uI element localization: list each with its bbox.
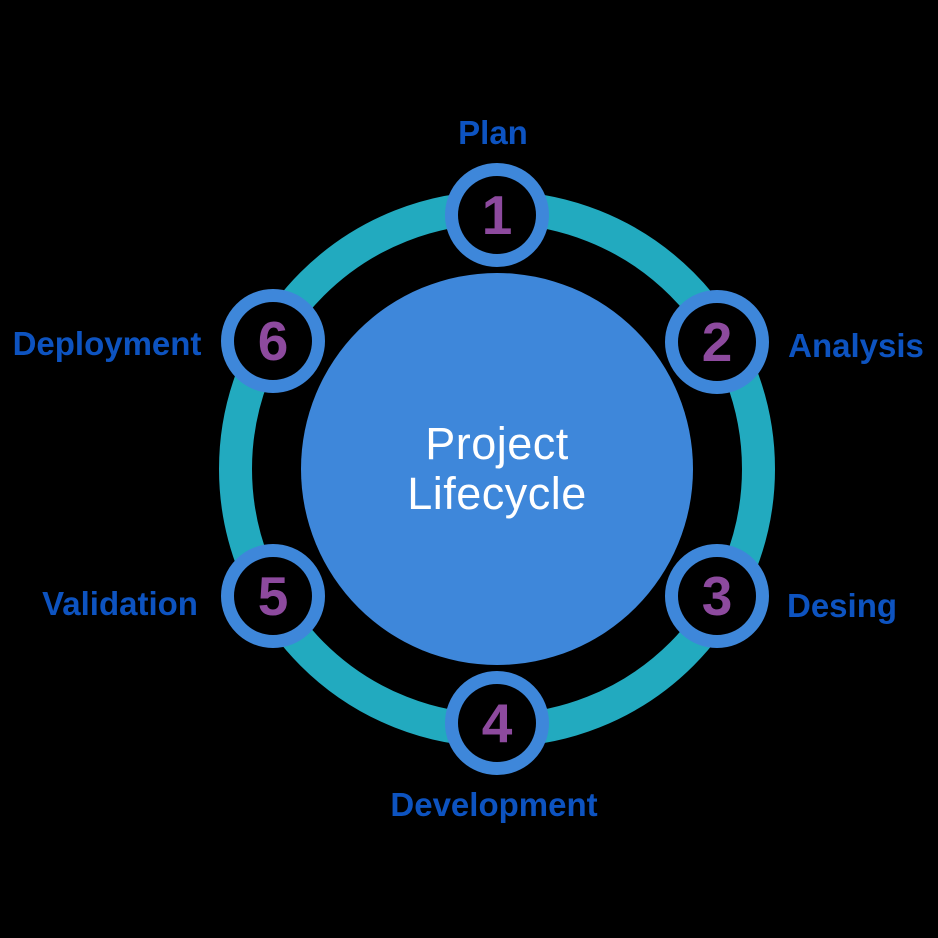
step-label-deployment: Deployment [12,325,202,362]
step-label-plan: Plan [458,114,528,151]
step-label-development: Development [390,786,598,823]
step-label-validation: Validation [42,585,198,622]
step-node-analysis: 2 [665,290,769,394]
step-number-4: 4 [481,691,513,754]
diagram-title: Project Lifecycle [407,417,587,520]
diagram-title-line2: Lifecycle [407,468,587,519]
step-number-6: 6 [257,309,289,372]
step-label-analysis: Analysis [788,327,924,364]
diagram-title-line1: Project [425,417,569,469]
step-node-validation: 5 [221,544,325,648]
step-number-1: 1 [481,183,513,246]
step-node-development: 4 [445,671,549,775]
step-number-2: 2 [701,310,733,373]
step-node-plan: 1 [445,163,549,267]
step-node-desing: 3 [665,544,769,648]
center-circle: Project Lifecycle [301,273,693,665]
step-node-deployment: 6 [221,289,325,393]
step-label-desing: Desing [786,587,898,624]
step-number-5: 5 [257,564,289,627]
step-number-3: 3 [701,564,733,627]
